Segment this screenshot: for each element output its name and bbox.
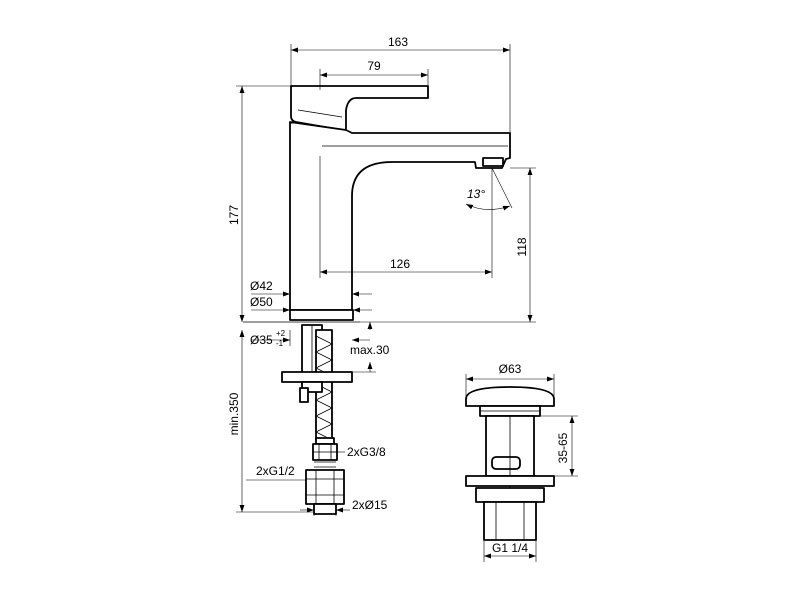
waste-thread	[483, 501, 537, 541]
dim-g114-label: G1 1/4	[492, 541, 528, 555]
waste-flange	[465, 475, 555, 487]
dim-118-label: 118	[515, 237, 529, 256]
faucet-lever	[290, 85, 429, 132]
dim-177-label: 177	[227, 205, 241, 225]
dim-35-65-label: 35-65	[556, 432, 570, 463]
fixing-plate	[281, 371, 353, 383]
faucet-dimensions: 163 79 177 min.350 118 126 13° Ø42	[227, 35, 536, 516]
supply-nut	[305, 469, 345, 505]
faucet-body	[289, 121, 511, 311]
supply-pipe	[313, 503, 337, 515]
dim-79-label: 79	[367, 59, 381, 73]
dim-d35-tol-minus: -1	[276, 339, 284, 348]
dim-max30-label: max.30	[350, 343, 390, 357]
waste-overflow-slot	[491, 456, 521, 470]
dim-d35-label: Ø35	[250, 333, 273, 347]
dim-126-label: 126	[390, 257, 410, 271]
lever-edge-line	[297, 109, 343, 118]
dim-g38-label: 2xG3/8	[347, 445, 386, 459]
fixing-nut	[301, 381, 323, 393]
dim-d50-label: Ø50	[250, 295, 273, 309]
aerator	[482, 157, 504, 167]
dim-d42-label: Ø42	[250, 279, 273, 293]
dim-163-label: 163	[388, 35, 408, 49]
hose-braid	[315, 335, 333, 441]
dim-d63-label: Ø63	[499, 362, 522, 376]
dim-angle-label: 13°	[467, 187, 485, 201]
dim-g12-label: 2xG1/2	[256, 464, 295, 478]
faucet-base	[289, 309, 354, 321]
waste-cap	[465, 386, 555, 407]
dim-d35-tol-plus: +2	[276, 329, 286, 338]
faucet-drawing	[243, 85, 511, 515]
dim-d15-label: 2xØ15	[352, 498, 388, 512]
dim-min350-label: min.350	[227, 392, 241, 435]
waste-nut	[475, 487, 545, 503]
fixing-screw	[299, 387, 309, 403]
waste-dimensions: Ø63 35-65 G1 1/4	[465, 362, 578, 562]
waste-drawing	[465, 386, 555, 541]
